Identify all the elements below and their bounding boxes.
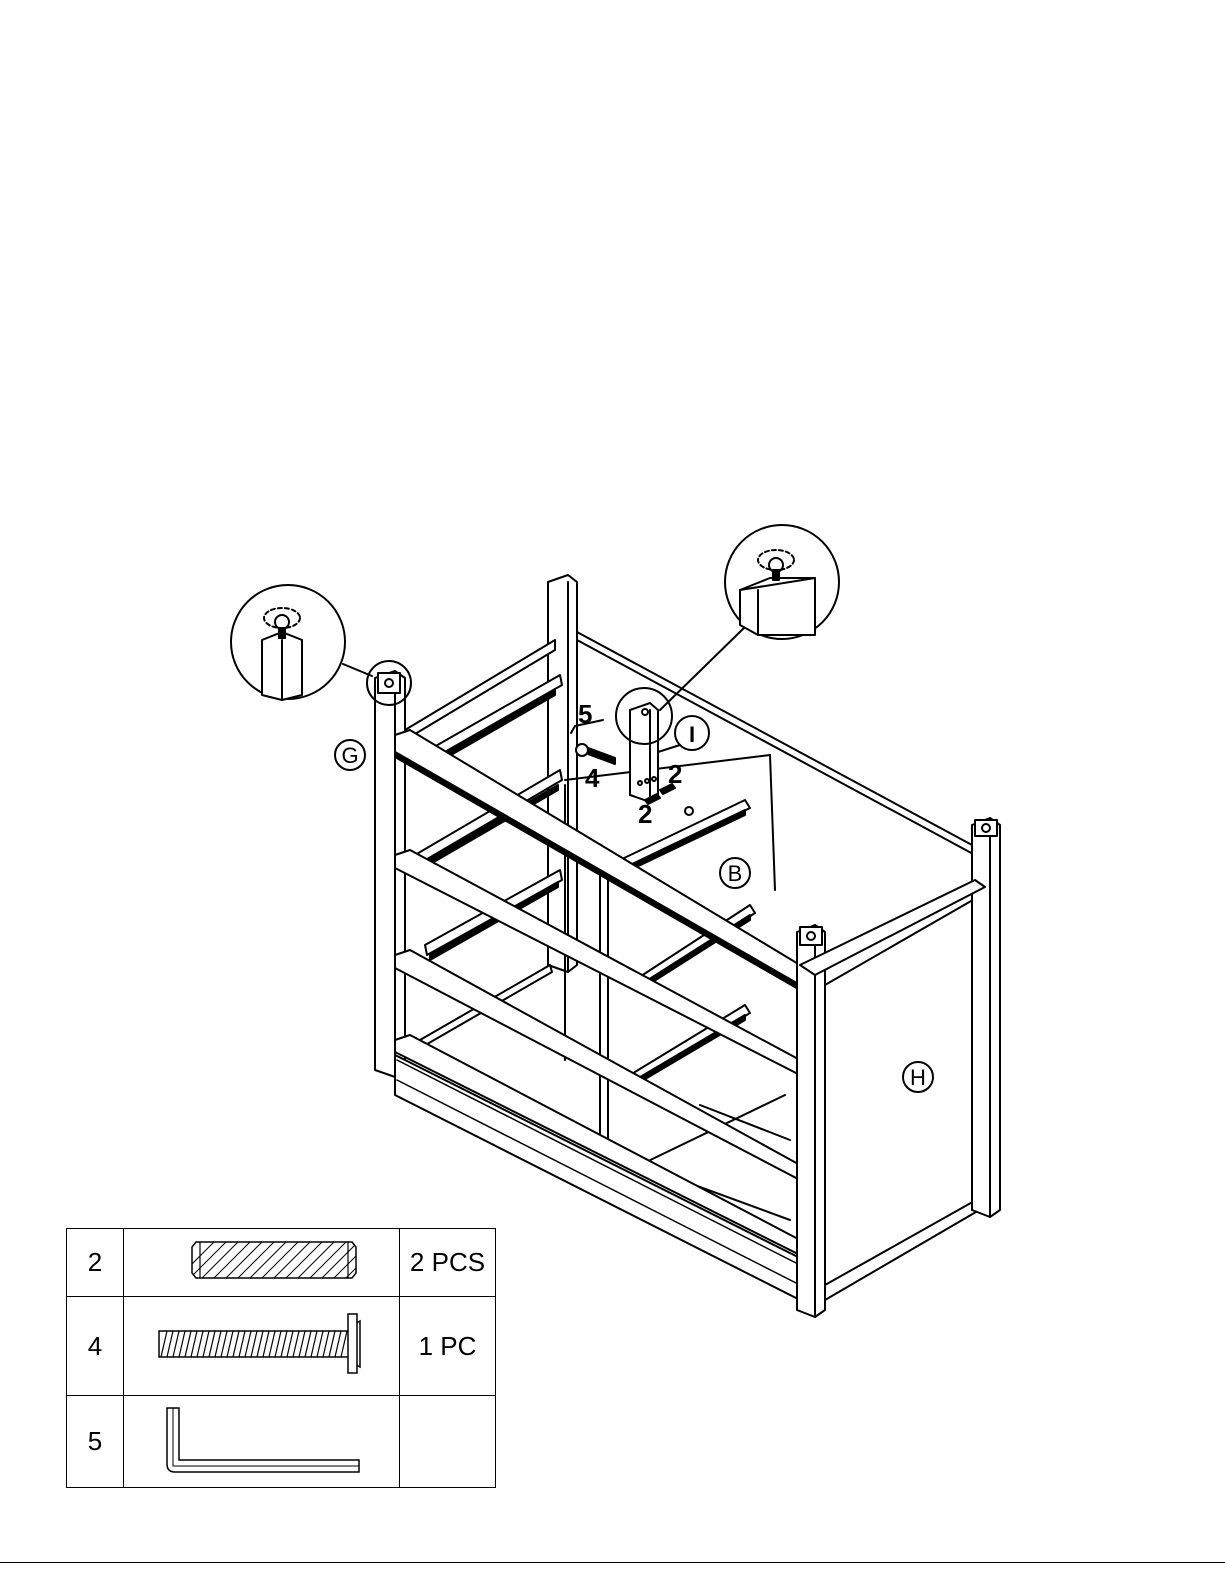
part-quantity: 1 PC	[400, 1297, 496, 1396]
wooden-dowel-icon	[124, 1229, 399, 1291]
left-runners	[415, 675, 562, 1047]
part-number: 2	[67, 1229, 124, 1297]
label-g: G	[341, 743, 358, 768]
page-bottom-rule	[0, 1562, 1225, 1563]
part-number: 4	[67, 1297, 124, 1396]
parts-table: 2 2 PCS	[66, 1228, 496, 1488]
table-row: 2 2 PCS	[67, 1229, 496, 1297]
callout-5: 5	[578, 699, 592, 729]
callout-2-lower: 2	[638, 799, 652, 829]
bolt-icon	[124, 1297, 399, 1390]
bolt-hardware	[576, 744, 615, 764]
label-b: B	[728, 861, 743, 886]
front-right-post	[797, 925, 825, 1317]
callout-2-right: 2	[668, 759, 682, 789]
part-quantity: 2 PCS	[400, 1229, 496, 1297]
table-row: 5	[67, 1396, 496, 1488]
part-quantity	[400, 1396, 496, 1488]
table-row: 4	[67, 1297, 496, 1396]
front-left-post	[375, 671, 405, 1077]
callout-4: 4	[585, 763, 600, 793]
part-i-bracket	[630, 703, 658, 802]
back-right-post	[972, 818, 1000, 1217]
label-i: I	[689, 722, 695, 747]
part-number: 5	[67, 1396, 124, 1488]
label-h: H	[910, 1065, 926, 1090]
allen-key-icon	[124, 1396, 399, 1482]
